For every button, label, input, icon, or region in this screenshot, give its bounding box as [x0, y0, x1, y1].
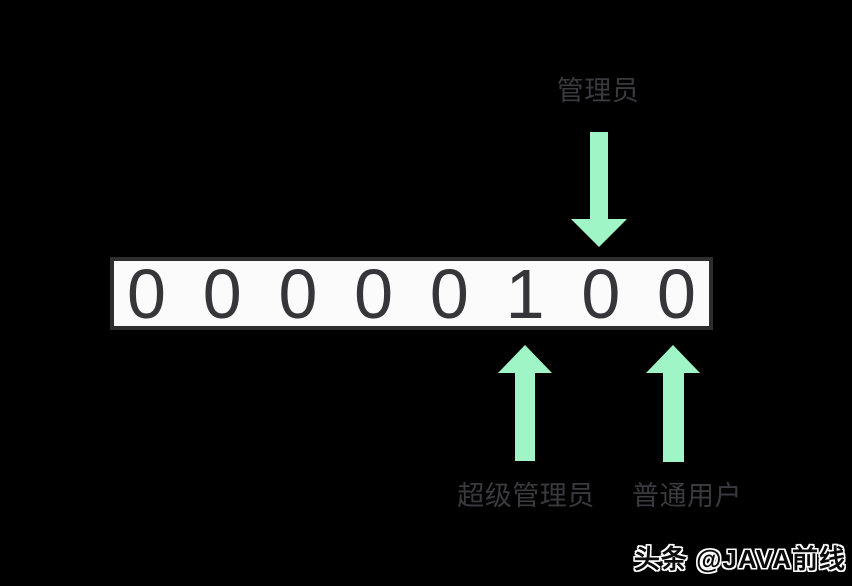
bit-digit-2: 0: [278, 254, 318, 333]
admin-arrow-down-icon: [571, 132, 627, 247]
super-admin-label: 超级管理员: [457, 481, 595, 511]
arrow-head: [646, 345, 700, 373]
arrow-shaft: [590, 132, 608, 219]
arrow-head: [498, 345, 552, 373]
ordinary-user-arrow-up-icon: [646, 345, 701, 462]
bit-digit-0: 0: [127, 254, 166, 333]
bit-digit-1: 0: [202, 254, 242, 333]
ordinary-user-label: 普通用户: [632, 481, 742, 511]
bit-digit-6: 0: [581, 254, 621, 333]
arrow-head: [571, 219, 627, 247]
bit-bar: 0 0 0 0 0 1 0 0: [110, 257, 713, 330]
watermark: 头条 @JAVA前线: [633, 544, 846, 574]
arrow-shaft: [515, 373, 535, 461]
bit-digit-3: 0: [354, 254, 394, 333]
super-admin-arrow-up-icon: [498, 345, 552, 461]
admin-label: 管理员: [556, 76, 640, 106]
bit-digit-5: 1: [505, 254, 545, 333]
bit-digit-7: 0: [657, 254, 696, 333]
arrow-shaft: [663, 373, 684, 462]
bit-digit-4: 0: [429, 254, 469, 333]
